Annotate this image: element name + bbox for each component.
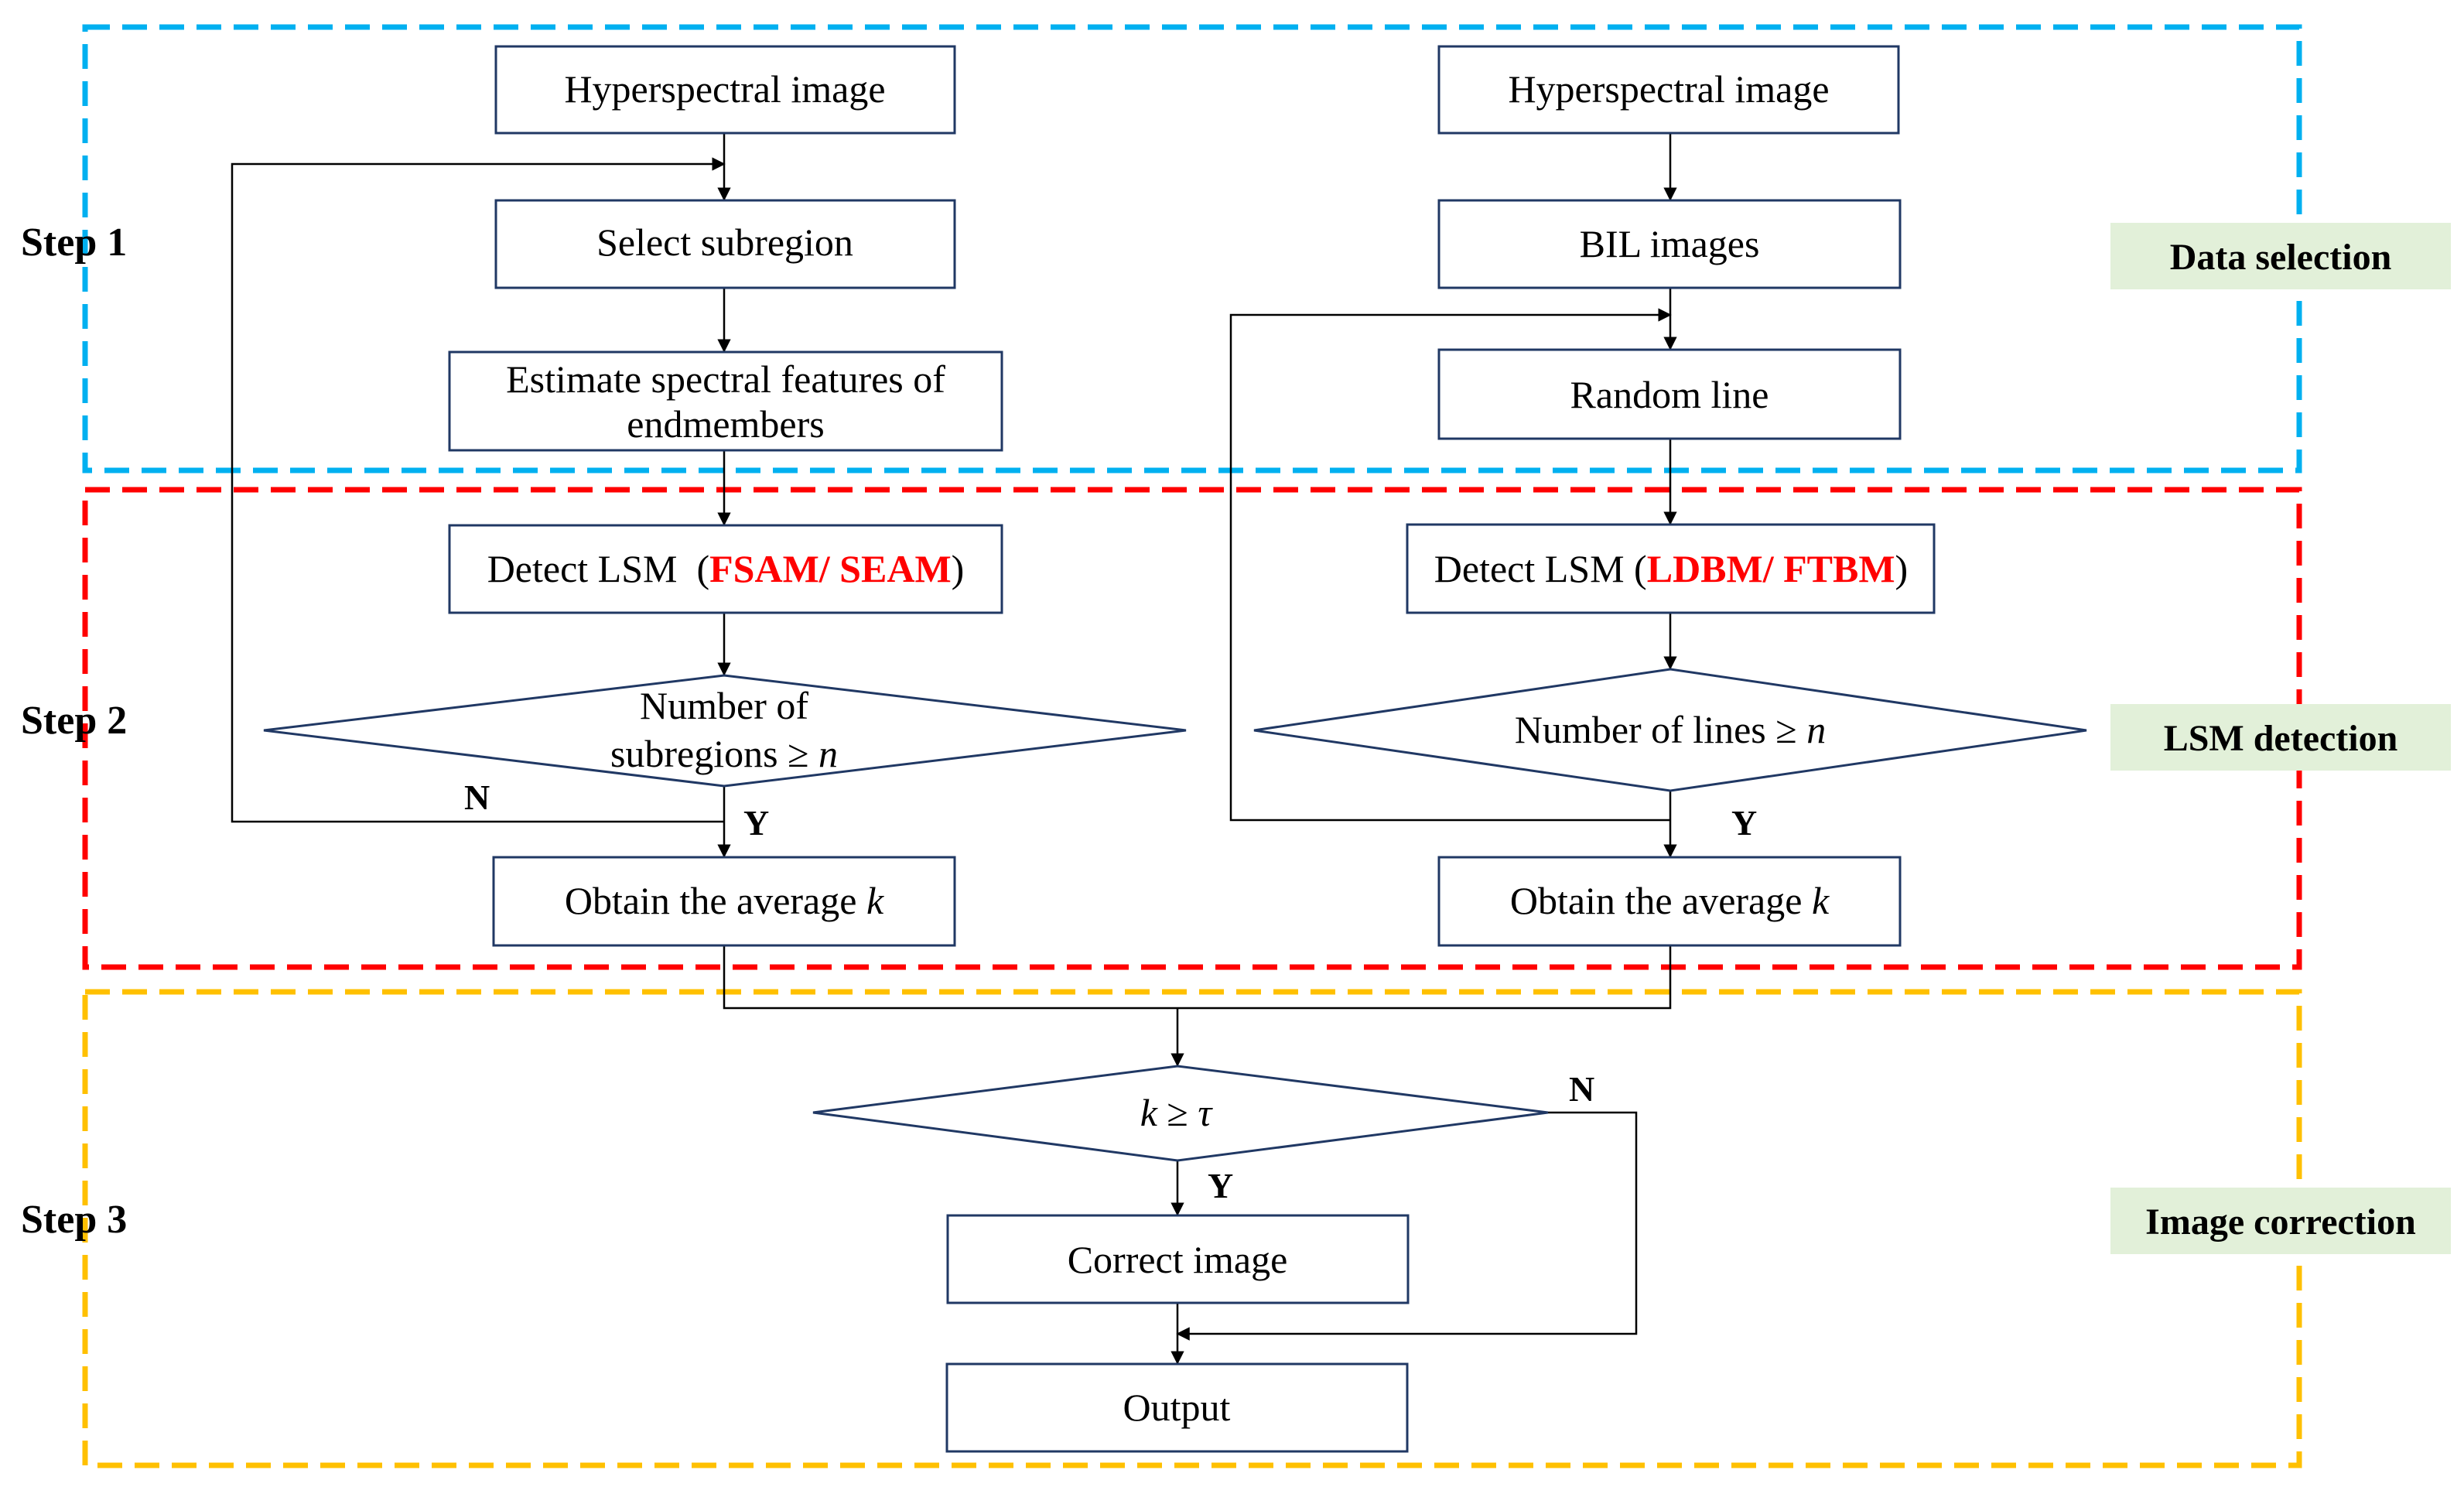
left-decision-label-1: Number of <box>640 684 808 727</box>
right-decision-var: n <box>1806 708 1826 751</box>
loop-right-no <box>1229 308 1672 822</box>
right-hyperspectral-label: Hyperspectral image <box>1508 67 1829 111</box>
left-detect-lsm-box <box>448 524 1003 614</box>
left-decision-prefix: subregions ≥ <box>610 732 818 775</box>
right-detect-lsm-box <box>1406 523 1936 614</box>
step3-label: Step 3 <box>21 1198 127 1242</box>
phase-image-correction-label: Image correction <box>2145 1202 2416 1243</box>
left-detect-prefix: Detect LSM ( <box>487 547 709 590</box>
right-average-var: k <box>1812 879 1830 922</box>
phase-image-correction-box <box>2110 1188 2451 1254</box>
left-decision-label-2: subregions ≥ n <box>610 732 838 775</box>
step2-label: Step 2 <box>21 699 127 743</box>
right-decision-label: Number of lines ≥ n <box>1515 708 1826 751</box>
right-hyperspectral-box <box>1437 45 1900 135</box>
left-decision-var: n <box>818 732 838 775</box>
final-yes-label: Y <box>1208 1166 1233 1205</box>
right-random-line-box <box>1437 348 1902 440</box>
left-decision-diamond <box>263 674 1187 788</box>
correct-image-label: Correct image <box>1068 1238 1288 1281</box>
right-average-box <box>1437 856 1902 947</box>
step1-label: Step 1 <box>21 220 127 265</box>
right-bil-images-label: BIL images <box>1580 222 1760 265</box>
merge-right <box>1177 945 1672 1010</box>
final-decision-tau: τ <box>1198 1091 1213 1134</box>
final-decision-op: ≥ <box>1157 1091 1198 1134</box>
left-select-subregion-box <box>494 199 956 289</box>
final-decision-label: k ≥ τ <box>1140 1091 1214 1134</box>
left-hyperspectral-box <box>494 45 956 135</box>
right-bil-images-box <box>1437 199 1902 289</box>
right-detect-suffix: ) <box>1895 547 1909 590</box>
left-detect-lsm-label: Detect LSM (FSAM/ SEAM) <box>487 547 965 590</box>
output-box <box>945 1362 1409 1453</box>
merge-left <box>723 945 1177 1010</box>
loop-left-no <box>231 157 726 823</box>
left-average-box <box>492 856 956 947</box>
left-select-subregion-label: Select subregion <box>596 220 853 264</box>
right-detect-lsm-label: Detect LSM (LDBM/ FTBM) <box>1434 547 1908 590</box>
phase-data-selection-box <box>2110 223 2451 289</box>
right-detect-prefix: Detect LSM ( <box>1434 547 1647 590</box>
loop-final-no <box>1176 1111 1638 1341</box>
left-estimate-label-1: Estimate spectral features of <box>506 357 945 401</box>
left-hyperspectral-label: Hyperspectral image <box>564 67 885 111</box>
left-estimate-box <box>448 350 1003 452</box>
phase-lsm-detection-box <box>2110 704 2451 771</box>
right-decision-diamond <box>1253 668 2087 792</box>
left-average-prefix: Obtain the average <box>565 879 866 922</box>
final-no-label: N <box>1569 1069 1594 1109</box>
final-decision-k: k <box>1140 1091 1158 1134</box>
phase-lsm-detection-label: LSM detection <box>2164 718 2398 759</box>
left-detect-methods: FSAM/ SEAM <box>709 547 952 590</box>
right-average-label: Obtain the average k <box>1510 879 1830 922</box>
right-decision-prefix: Number of lines ≥ <box>1515 708 1806 751</box>
output-label: Output <box>1123 1386 1231 1429</box>
left-average-var: k <box>866 879 884 922</box>
right-detect-methods: LDBM/ FTBM <box>1647 547 1895 590</box>
step1-region <box>82 24 2302 473</box>
correct-image-box <box>946 1214 1410 1304</box>
left-yes-label: Y <box>743 803 769 843</box>
phase-data-selection-label: Data selection <box>2170 237 2392 278</box>
left-no-label: N <box>464 778 490 817</box>
final-decision-diamond <box>812 1065 1549 1162</box>
right-yes-label: Y <box>1731 803 1757 843</box>
left-average-label: Obtain the average k <box>565 879 884 922</box>
right-average-prefix: Obtain the average <box>1510 879 1812 922</box>
left-estimate-label-2: endmembers <box>627 402 824 446</box>
left-detect-suffix: ) <box>952 547 965 590</box>
right-random-line-label: Random line <box>1570 373 1769 416</box>
